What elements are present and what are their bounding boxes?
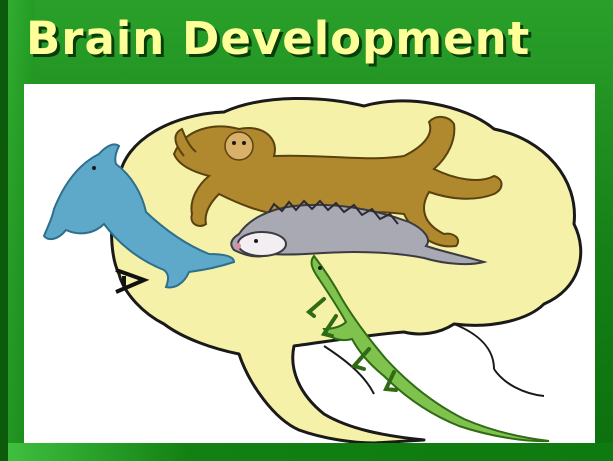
brain-illustration: [24, 84, 595, 443]
opossum-head: [238, 232, 286, 256]
alligator-eye: [318, 266, 322, 270]
monkey-eye: [232, 141, 236, 145]
dolphin-eye: [92, 166, 96, 170]
opossum-nose: [235, 243, 241, 249]
decorative-left-edge: [0, 0, 8, 461]
opossum-eye: [254, 239, 258, 243]
brain-illustration-svg: [24, 84, 595, 443]
decorative-bottom-band: [8, 443, 613, 461]
monkey-eye: [242, 141, 246, 145]
slide-title: Brain Development: [26, 16, 530, 61]
monkey-face: [225, 132, 253, 160]
